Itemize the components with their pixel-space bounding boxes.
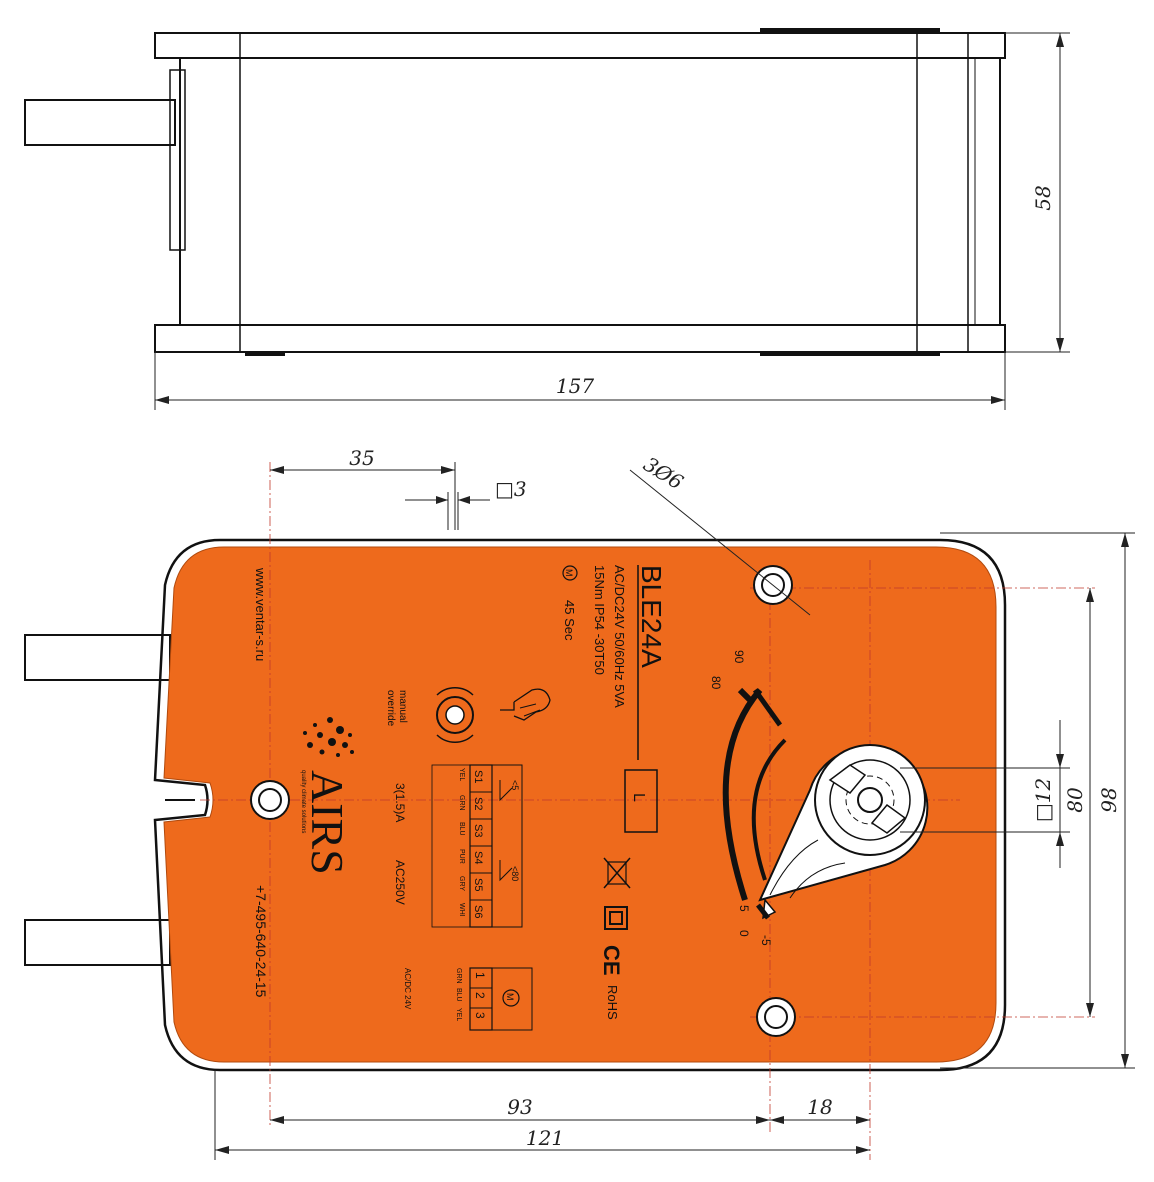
top-view-end-plate: [169, 69, 186, 251]
switch-wire: BLU: [458, 822, 465, 836]
power-terminal: 1: [473, 972, 487, 979]
dim-holes: 3Ø6: [639, 452, 687, 495]
switch-terminal: S2: [472, 797, 484, 810]
dim-121: 121: [526, 1126, 564, 1150]
dim-hole-offset: 35: [349, 446, 374, 470]
dim-18: 18: [807, 1095, 832, 1119]
scale-minus5: -5: [759, 935, 773, 946]
brand-name: AIRS: [302, 770, 353, 875]
override-text: override: [385, 690, 396, 727]
dim-80: 80: [1063, 787, 1087, 813]
svg-text:M: M: [564, 569, 574, 577]
switch-wire: YEL: [458, 768, 465, 781]
dim-top-width: 157: [556, 374, 594, 398]
brand-tagline: quality climate solutions: [300, 770, 306, 833]
switch-terminal-block: S1 S2 S3 S4 S5 S6 YEL GRN BLU PUR GRY WH…: [431, 764, 523, 928]
top-view-body: [179, 57, 1001, 326]
power-terminal: 2: [473, 992, 487, 999]
switch-terminal: S4: [472, 851, 484, 864]
switch-wire: PUR: [458, 849, 465, 864]
switch-terminal: S5: [472, 878, 484, 891]
top-view-shaft: [24, 99, 176, 146]
power-voltage: AC/DC 24V: [403, 968, 412, 1010]
dim-shaft: □12: [1031, 778, 1055, 822]
power-wire: YEL: [455, 1008, 462, 1021]
casing-outline: [153, 538, 1007, 1072]
power-terminal-block: 1 2 3 GRN BLU YEL AC/DC 24V M: [403, 967, 533, 1031]
dim-93: 93: [507, 1095, 532, 1119]
hand-icon: [500, 688, 551, 721]
ce-mark: CE: [599, 945, 624, 976]
switch-terminal: S1: [472, 770, 484, 783]
rotation-arc-inner: [751, 738, 787, 881]
direction-box: L: [624, 769, 658, 833]
top-view: 58 157: [24, 28, 1070, 410]
switch-wire: WHI: [458, 903, 465, 917]
mounting-hole-left: [250, 780, 290, 820]
scale-80: 80: [709, 676, 723, 690]
front-view: 90 80 5 0 -5 BLE24A AC/DC24V 50/60Hz 5VA…: [24, 446, 1135, 1160]
double-insulation-icon: [604, 906, 628, 930]
dim-top-height: 58: [1031, 185, 1055, 210]
switch-terminal: S3: [472, 824, 484, 837]
scale-5: 5: [737, 905, 751, 912]
weee-bin-icon: [603, 857, 631, 889]
motor-time: 45 Sec: [562, 600, 577, 641]
svg-text:M: M: [505, 993, 515, 1001]
dim-98: 98: [1097, 787, 1121, 812]
svg-text:L: L: [630, 793, 647, 802]
switch-wire: GRY: [458, 876, 465, 891]
airs-logo-icon: [303, 717, 354, 757]
scale-0: 0: [737, 930, 751, 937]
switch-terminal: S6: [472, 905, 484, 918]
switch-wire: GRN: [458, 795, 465, 811]
power-wire: BLU: [455, 988, 462, 1002]
top-view-lower-flange: [154, 324, 1006, 353]
scale-90: 90: [732, 650, 746, 664]
switch-angle-1: <5: [510, 780, 520, 790]
rohs-mark: RoHS: [605, 985, 620, 1020]
mounting-hole-bottom: [756, 997, 796, 1037]
motor-terminal-icon: M: [502, 989, 520, 1007]
switch-angle-2: <80: [510, 866, 520, 881]
switch-voltage: AC250V: [393, 860, 407, 905]
phone: +7-495-640-24-15: [253, 885, 269, 998]
power-terminal: 3: [473, 1012, 487, 1019]
power-wire: GRN: [455, 968, 462, 984]
manual-override-knob: [436, 687, 474, 743]
motor-symbol-icon: M: [562, 565, 578, 581]
spec-line-2: 15Nm IP54 -30T50: [592, 565, 607, 675]
model-name: BLE24A: [636, 565, 667, 668]
top-view-upper-flange: [154, 32, 1006, 59]
rotation-arc-outer: [722, 688, 763, 901]
orange-label-body: [163, 546, 997, 1063]
manual-text: manual: [397, 690, 408, 723]
front-shaft-upper: [24, 634, 171, 681]
website: www.ventar-s.ru: [253, 567, 268, 661]
spec-line-1: AC/DC24V 50/60Hz 5VA: [612, 565, 627, 708]
front-shaft-lower: [24, 919, 171, 966]
switch-rating: 3(1.5)A: [393, 783, 407, 822]
dim-slot: □3: [495, 477, 527, 501]
shaft-clamp: [758, 744, 929, 920]
